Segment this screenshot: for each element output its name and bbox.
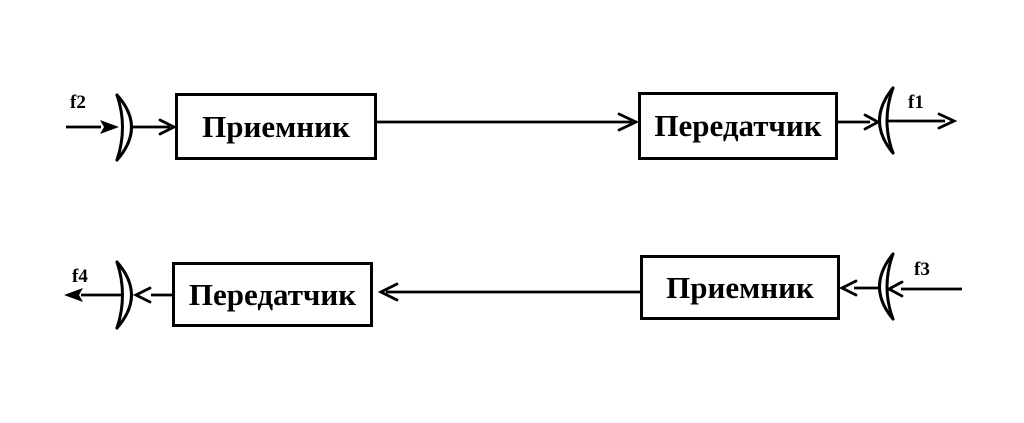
antenna-bottom-left-icon — [115, 260, 133, 330]
antenna-to-receiver-arrow-bottom — [838, 279, 879, 297]
receiver-box-bottom-label: Приемник — [666, 269, 814, 305]
receiver-box-top: Приемник — [175, 93, 377, 160]
f3-input-arrow — [886, 280, 962, 298]
label-f4: f4 — [72, 266, 88, 287]
label-f2: f2 — [70, 92, 86, 113]
receiver-box-top-label: Приемник — [202, 108, 350, 144]
transmitter-box-top: Передатчик — [638, 92, 838, 160]
antenna-top-left-icon — [115, 93, 133, 162]
receiver-box-bottom: Приемник — [640, 255, 840, 320]
receiver-to-transmitter-arrow — [377, 112, 640, 132]
antenna-bottom-right-icon — [878, 252, 895, 321]
transmitter-box-bottom-label: Передатчик — [188, 276, 357, 312]
transmitter-box-top-label: Передатчик — [654, 108, 822, 143]
antenna-to-receiver-arrow-top — [131, 118, 178, 136]
transmitter-to-antenna-arrow-top — [838, 113, 881, 131]
transmitter-box-bottom: Передатчик — [172, 262, 373, 327]
f2-input-arrow — [66, 120, 119, 134]
f4-output-arrow — [64, 288, 121, 302]
label-f3: f3 — [914, 259, 930, 280]
transmitter-to-antenna-arrow-bottom — [132, 286, 172, 304]
label-f1: f1 — [908, 92, 924, 113]
f1-output-arrow — [886, 112, 958, 130]
receiver-to-transmitter-arrow-bottom — [377, 282, 640, 302]
